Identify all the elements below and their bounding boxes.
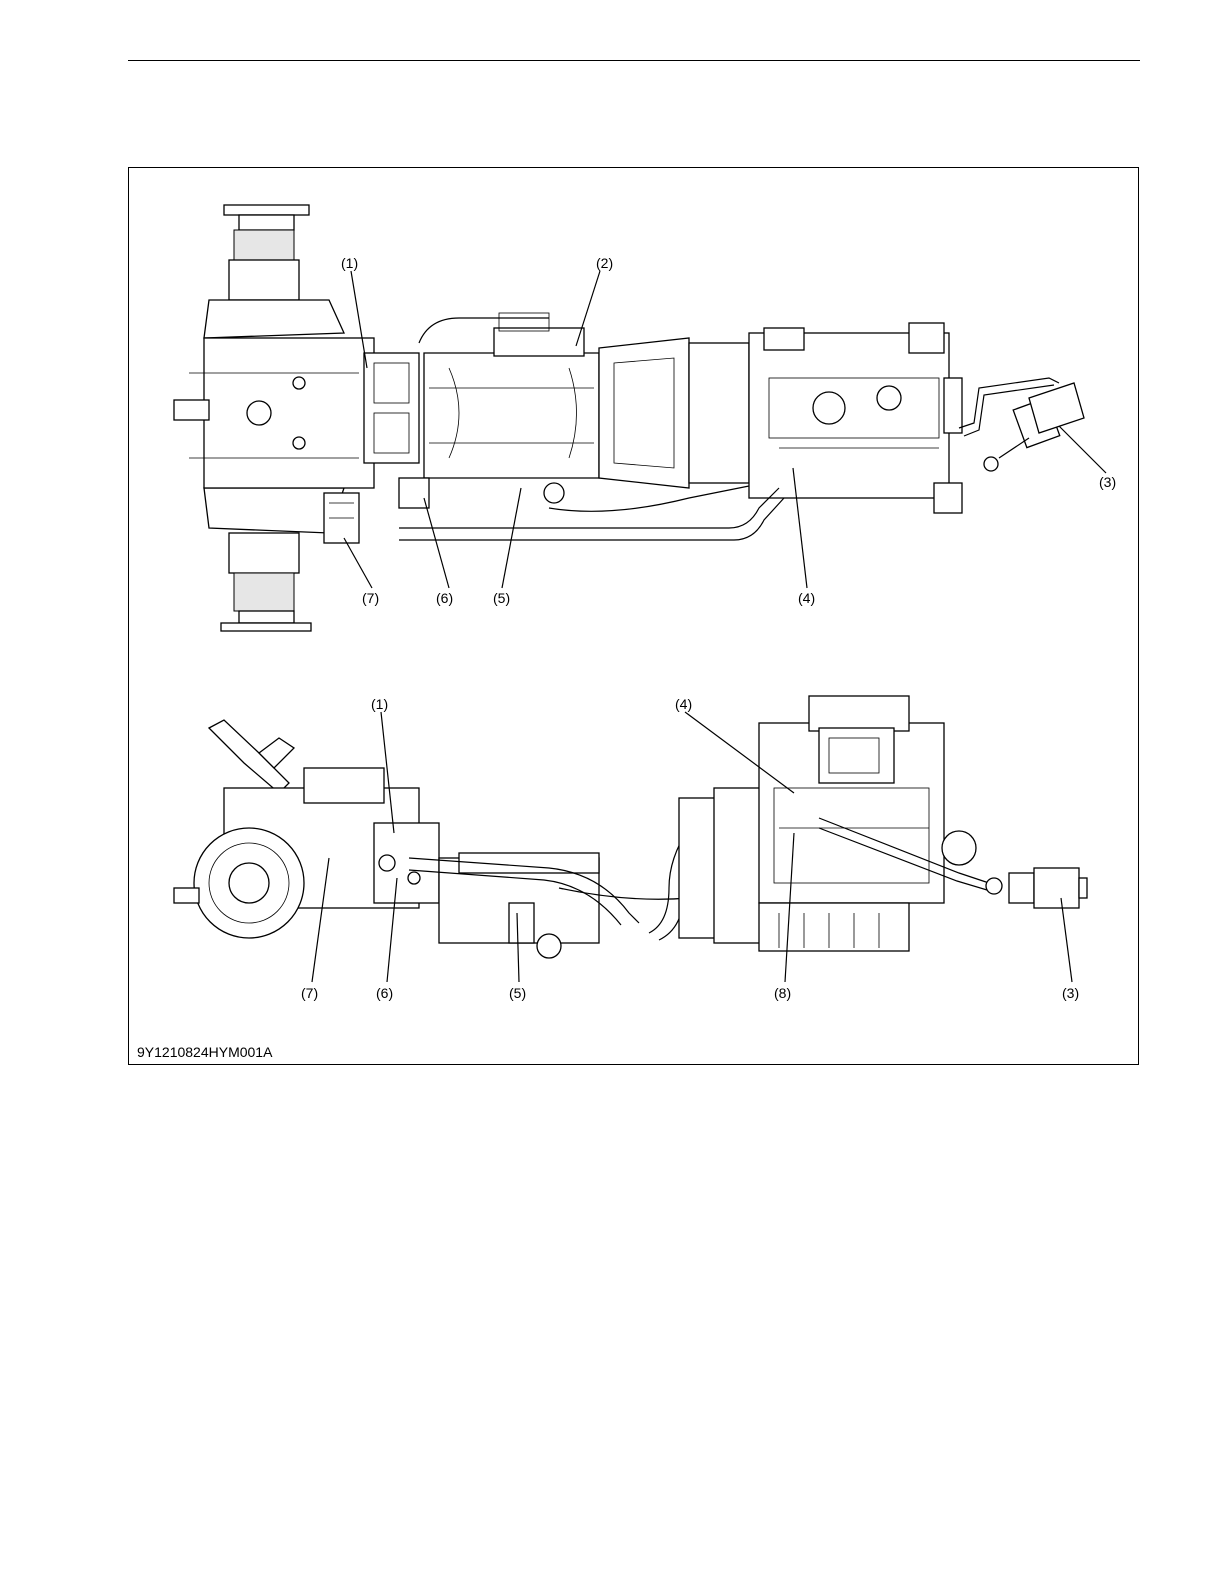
top-callout-4: (4) [798,590,815,606]
side-view-drawing [174,696,1087,958]
top-callout-3: (3) [1099,474,1116,490]
side-callout-8: (8) [774,985,791,1001]
top-callout-7: (7) [362,590,379,606]
side-callout-4: (4) [675,696,692,712]
top-callout-5: (5) [493,590,510,606]
side-callout-3: (3) [1062,985,1079,1001]
side-callout-1: (1) [371,696,388,712]
tractor-drivetrain-illustration: (1) (2) (3) (4) (5) (6) (7) (1) (4) (7) … [129,168,1140,1066]
top-callout-2: (2) [596,255,613,271]
top-view-drawing [174,205,1084,631]
top-callout-1: (1) [341,255,358,271]
header-rule [128,60,1140,61]
figure-id: 9Y1210824HYM001A [137,1044,272,1060]
top-callout-6: (6) [436,590,453,606]
side-callout-5: (5) [509,985,526,1001]
side-callout-6: (6) [376,985,393,1001]
figure-frame: (1) (2) (3) (4) (5) (6) (7) (1) (4) (7) … [128,167,1139,1065]
side-callout-7: (7) [301,985,318,1001]
